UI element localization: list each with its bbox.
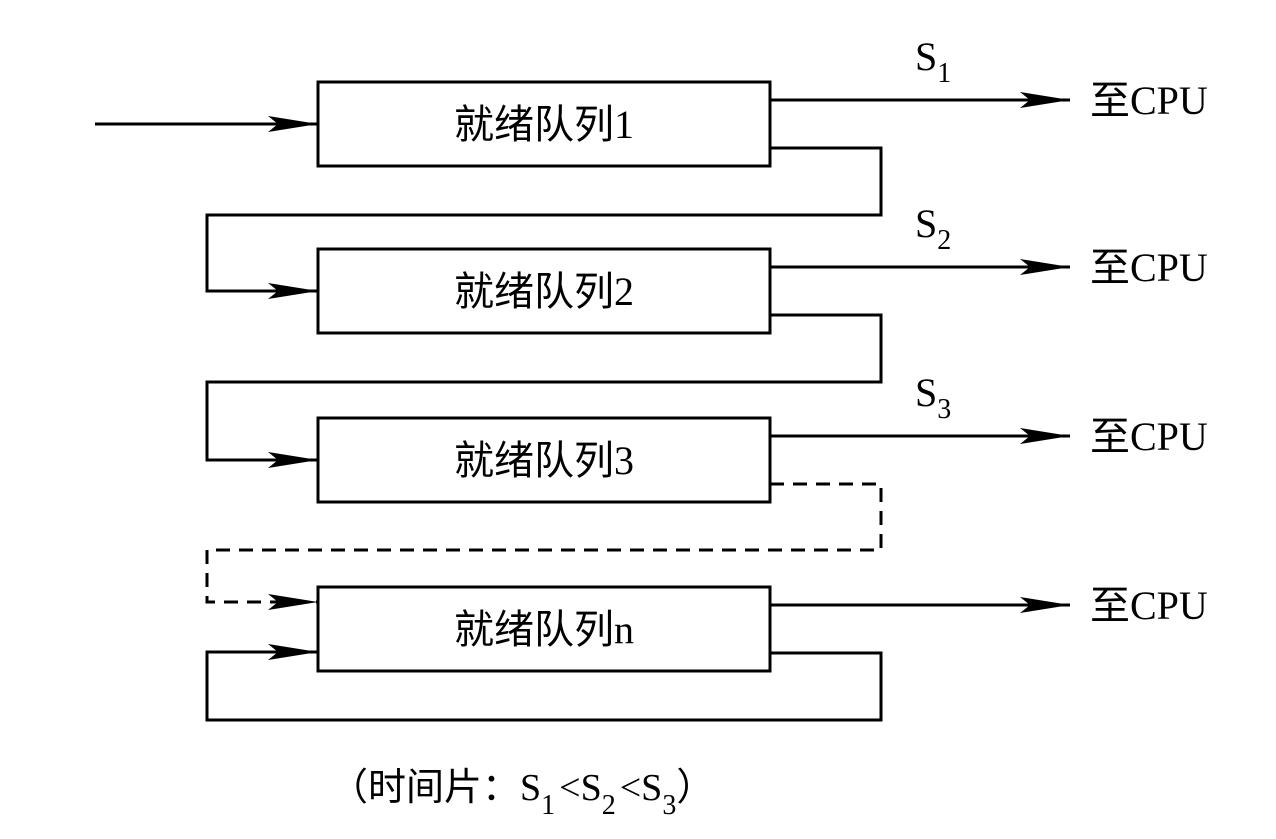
queue-box	[316, 585, 772, 673]
queue-box	[316, 80, 772, 168]
queue-1: 就绪队列1 至CPU S1	[205, 34, 1208, 299]
queue-2: 就绪队列2 至CPU S2	[205, 201, 1208, 468]
queue-label: 就绪队列1	[454, 102, 634, 147]
queue-box	[316, 247, 772, 335]
caption: （时间片：S1<S2<S3）	[330, 767, 714, 821]
demote-arrow	[205, 313, 883, 468]
queue-box	[316, 416, 772, 504]
requeue-loop-arrow	[205, 644, 883, 722]
demote-arrow	[205, 482, 883, 610]
queue-4: 就绪队列n 至CPU	[205, 583, 1208, 722]
time-slice-label: S3	[915, 370, 951, 425]
to-cpu-label: 至CPU	[1090, 245, 1208, 290]
demote-arrow	[205, 146, 883, 299]
queue-label: 就绪队列2	[454, 269, 634, 314]
queue-3: 就绪队列3 至CPU S3	[205, 370, 1208, 610]
queue-label: 就绪队列3	[454, 438, 634, 483]
to-cpu-label: 至CPU	[1090, 583, 1208, 628]
time-slice-label: S2	[915, 201, 951, 256]
queue-label: 就绪队列n	[454, 607, 634, 652]
to-cpu-label: 至CPU	[1090, 414, 1208, 459]
to-cpu-label: 至CPU	[1090, 78, 1208, 123]
time-slice-label: S1	[915, 34, 951, 89]
